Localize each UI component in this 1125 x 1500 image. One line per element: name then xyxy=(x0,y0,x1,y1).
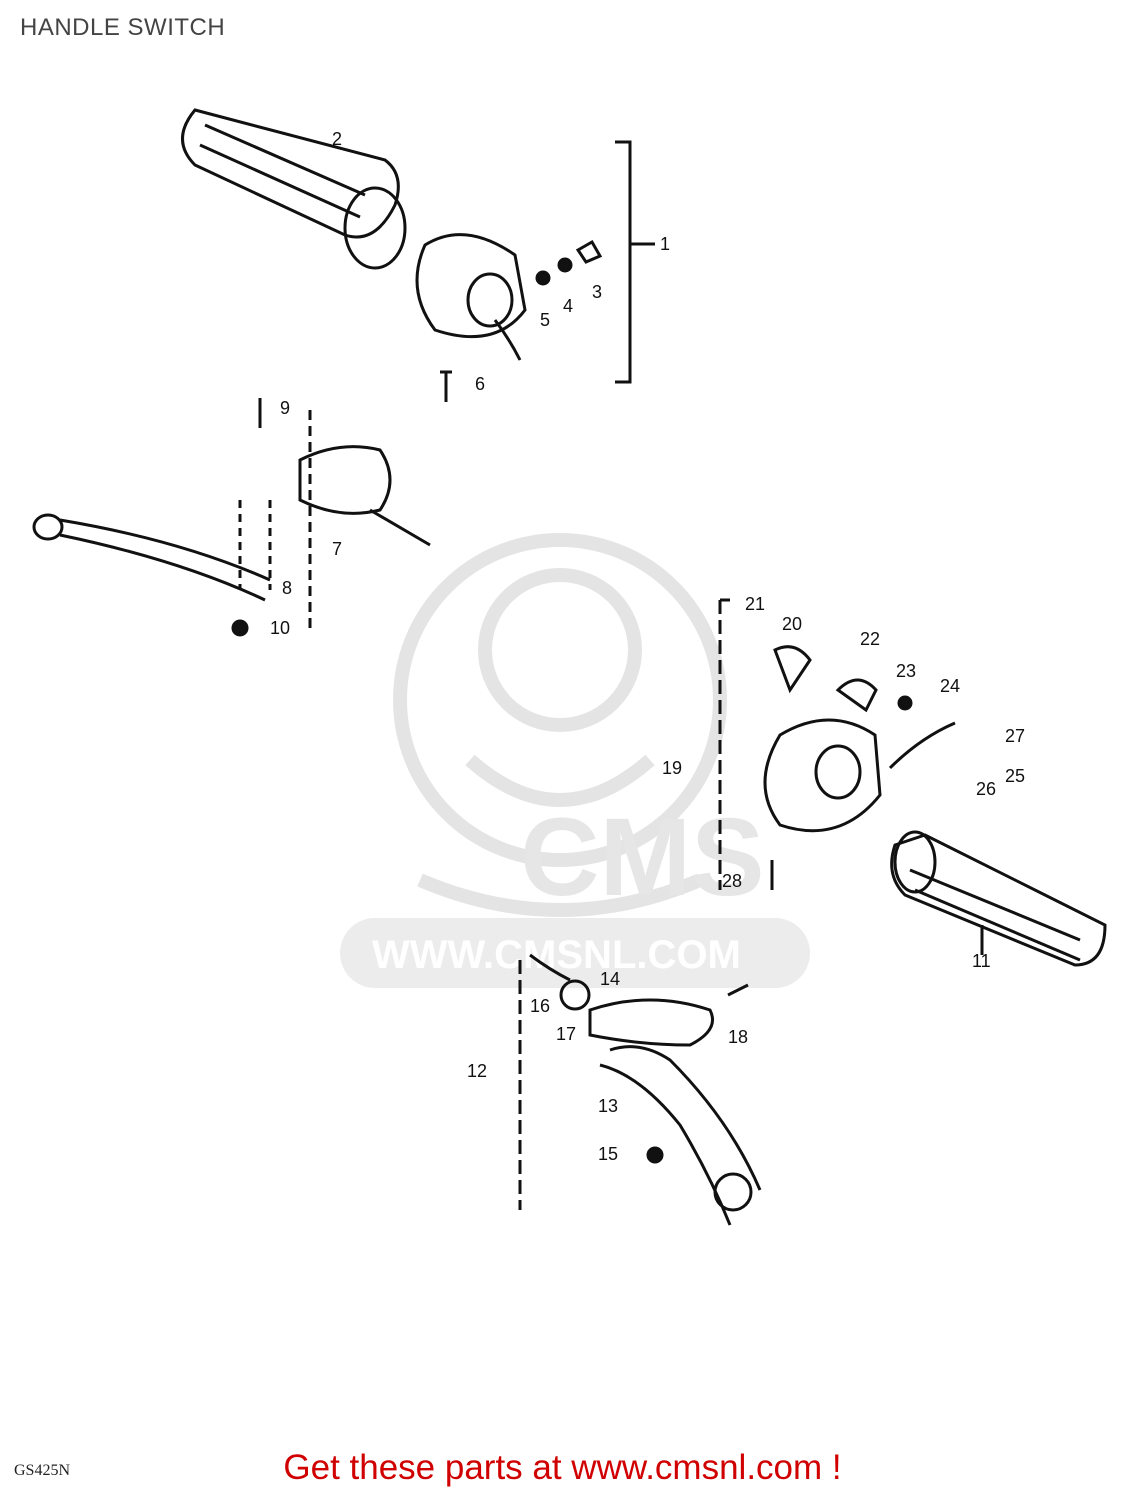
callout-27: 27 xyxy=(1005,726,1025,746)
callout-12: 12 xyxy=(467,1061,487,1081)
callout-9: 9 xyxy=(280,398,290,418)
callout-4: 4 xyxy=(563,296,573,316)
callout-11: 11 xyxy=(972,951,991,971)
diagram-title: HANDLE SWITCH xyxy=(20,14,226,41)
callout-18: 18 xyxy=(728,1027,748,1047)
callout-23: 23 xyxy=(896,661,916,681)
watermark-brand: CMS xyxy=(520,796,764,919)
callout-20: 20 xyxy=(782,614,802,634)
callout-16: 16 xyxy=(530,996,550,1016)
callout-7: 7 xyxy=(332,539,342,559)
callout-1: 1 xyxy=(660,234,670,254)
callout-8: 8 xyxy=(282,578,292,598)
callout-6: 6 xyxy=(475,374,485,394)
clutch-lever-assembly xyxy=(32,398,431,637)
diagram-code: GS425N xyxy=(14,1462,71,1479)
callout-14: 14 xyxy=(600,969,620,989)
right-handle-switch-assembly xyxy=(718,598,1107,967)
callout-21: 21 xyxy=(745,594,765,614)
callout-25: 25 xyxy=(1005,766,1025,786)
callout-2: 2 xyxy=(332,129,342,149)
callout-26: 26 xyxy=(976,779,996,799)
callout-13: 13 xyxy=(598,1096,618,1116)
callout-28: 28 xyxy=(722,871,742,891)
callout-17: 17 xyxy=(556,1024,576,1044)
callout-10: 10 xyxy=(270,618,290,638)
brake-lever-assembly xyxy=(518,953,762,1226)
callout-3: 3 xyxy=(592,282,602,302)
callout-24: 24 xyxy=(940,676,960,696)
cta-link[interactable]: Get these parts at www.cmsnl.com ! xyxy=(283,1448,842,1487)
watermark-logo-text: CMS WWW.CMSNL.COM xyxy=(340,796,810,988)
callout-19: 19 xyxy=(662,758,682,778)
watermark-url: WWW.CMSNL.COM xyxy=(372,933,741,977)
left-handle-switch-assembly xyxy=(181,108,655,402)
callout-5: 5 xyxy=(540,310,550,330)
part-callouts: 1 2 3 4 5 6 7 8 9 10 11 12 13 14 15 16 1… xyxy=(270,129,1025,1164)
callout-15: 15 xyxy=(598,1144,618,1164)
callout-22: 22 xyxy=(860,629,880,649)
